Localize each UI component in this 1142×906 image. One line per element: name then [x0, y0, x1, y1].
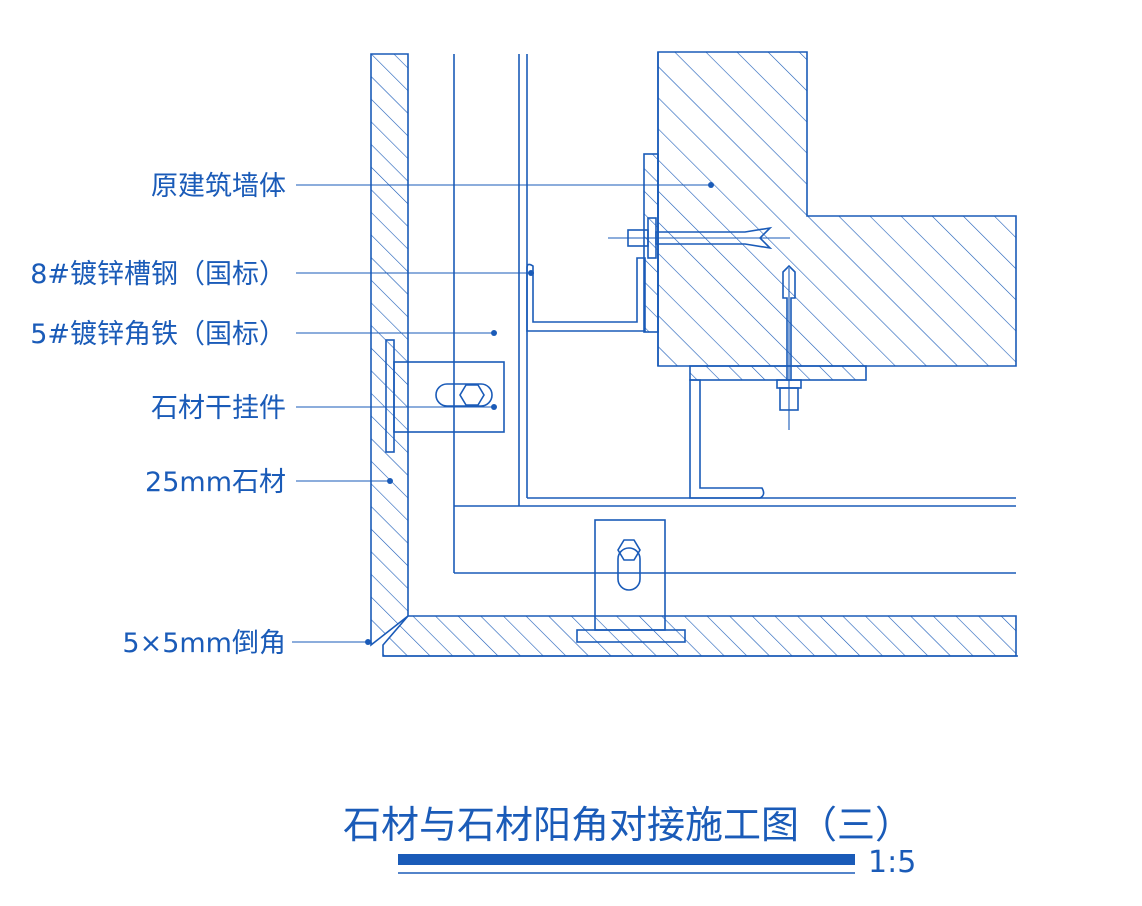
label-stone-thickness: 25mm石材	[145, 467, 286, 498]
label-galvanized-channel: 8#镀锌槽钢（国标）	[30, 259, 286, 290]
drawing-scale: 1:5	[868, 845, 916, 880]
stone-panel-vertical	[370, 53, 409, 647]
expansion-bolt-horizontal	[608, 217, 790, 259]
bracket-plate	[689, 365, 867, 381]
wall-anchor-plate	[643, 153, 659, 333]
stone-panel-horizontal	[382, 615, 1017, 657]
stone-hanger-left	[385, 339, 505, 453]
label-galvanized-angle: 5#镀锌角铁（国标）	[30, 319, 286, 350]
galvanized-channel	[526, 257, 646, 332]
title-underline-thick	[398, 854, 855, 865]
label-stone-hanger: 石材干挂件	[151, 393, 286, 424]
stone-hanger-bottom	[576, 519, 686, 643]
building-wall	[657, 51, 1017, 367]
drawing-title: 石材与石材阳角对接施工图（三）	[343, 803, 913, 847]
lower-channel	[689, 379, 765, 499]
expansion-bolt-vertical	[776, 264, 802, 430]
label-building-wall: 原建筑墙体	[151, 171, 286, 202]
leader-lines	[292, 182, 714, 645]
label-chamfer: 5×5mm倒角	[122, 628, 286, 659]
